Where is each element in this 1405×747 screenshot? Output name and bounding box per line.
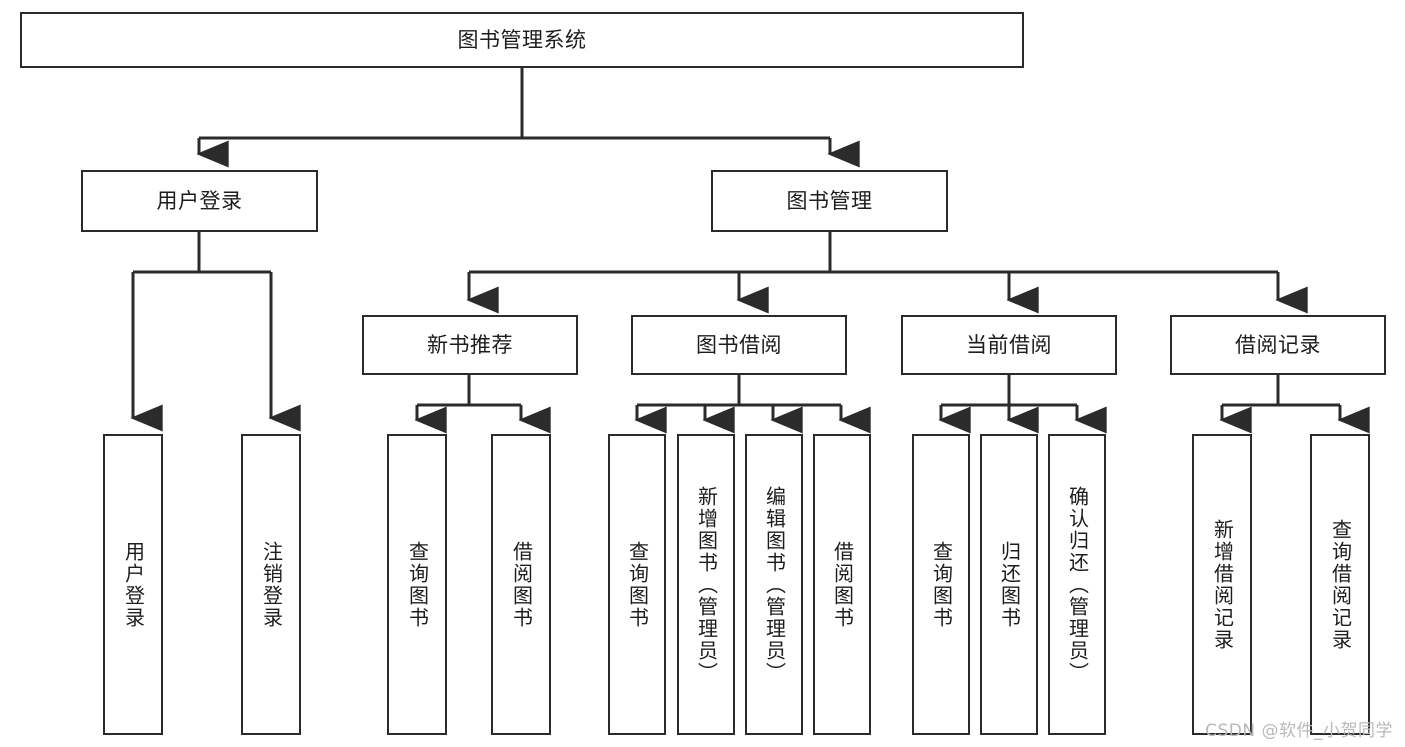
leaf-records-query-record[interactable]: 查询借阅记录	[1310, 434, 1370, 735]
node-book-borrow-label: 图书借阅	[696, 332, 782, 357]
leaf-label: 查询图书	[625, 540, 650, 629]
leaf-new-book-query[interactable]: 查询图书	[387, 434, 447, 735]
node-user-login[interactable]: 用户登录	[81, 170, 318, 232]
leaf-label: 注销登录	[259, 540, 284, 629]
leaf-current-query-book[interactable]: 查询图书	[912, 434, 970, 735]
node-borrow-records-label: 借阅记录	[1235, 332, 1321, 357]
node-book-management-label: 图书管理	[786, 188, 873, 213]
leaf-label: 新增借阅记录	[1210, 518, 1235, 651]
leaf-borrow-borrow-book[interactable]: 借阅图书	[813, 434, 871, 735]
leaf-borrow-query-book[interactable]: 查询图书	[608, 434, 666, 735]
leaf-user-login-logout[interactable]: 注销登录	[241, 434, 301, 735]
node-book-management[interactable]: 图书管理	[711, 170, 948, 232]
leaf-label: 借阅图书	[830, 540, 855, 629]
leaf-label: 查询借阅记录	[1328, 518, 1353, 651]
leaf-current-return-book[interactable]: 归还图书	[980, 434, 1038, 735]
node-borrow-records[interactable]: 借阅记录	[1170, 315, 1386, 375]
node-root-label: 图书管理系统	[457, 27, 587, 52]
leaf-label: 新增图书（管理员）	[694, 485, 719, 684]
node-current-borrow-label: 当前借阅	[966, 332, 1052, 357]
leaf-new-book-borrow[interactable]: 借阅图书	[491, 434, 551, 735]
csdn-watermark: CSDN @软件_小贺同学	[1205, 721, 1393, 741]
leaf-label: 确认归还（管理员）	[1065, 485, 1090, 684]
leaf-label: 查询图书	[405, 540, 430, 629]
node-user-login-label: 用户登录	[156, 188, 243, 213]
node-book-borrow[interactable]: 图书借阅	[631, 315, 847, 375]
leaf-borrow-add-book-admin[interactable]: 新增图书（管理员）	[677, 434, 735, 735]
leaf-user-login-login[interactable]: 用户登录	[103, 434, 163, 735]
leaf-current-confirm-return-admin[interactable]: 确认归还（管理员）	[1048, 434, 1106, 735]
node-root[interactable]: 图书管理系统	[20, 12, 1024, 68]
leaf-records-add-record[interactable]: 新增借阅记录	[1192, 434, 1252, 735]
leaf-borrow-edit-book-admin[interactable]: 编辑图书（管理员）	[745, 434, 803, 735]
node-new-book-recommend-label: 新书推荐	[427, 332, 513, 357]
leaf-label: 编辑图书（管理员）	[762, 485, 787, 684]
node-new-book-recommend[interactable]: 新书推荐	[362, 315, 578, 375]
leaf-label: 用户登录	[121, 540, 146, 629]
leaf-label: 归还图书	[997, 540, 1022, 629]
leaf-label: 借阅图书	[509, 540, 534, 629]
node-current-borrow[interactable]: 当前借阅	[901, 315, 1117, 375]
leaf-label: 查询图书	[929, 540, 954, 629]
